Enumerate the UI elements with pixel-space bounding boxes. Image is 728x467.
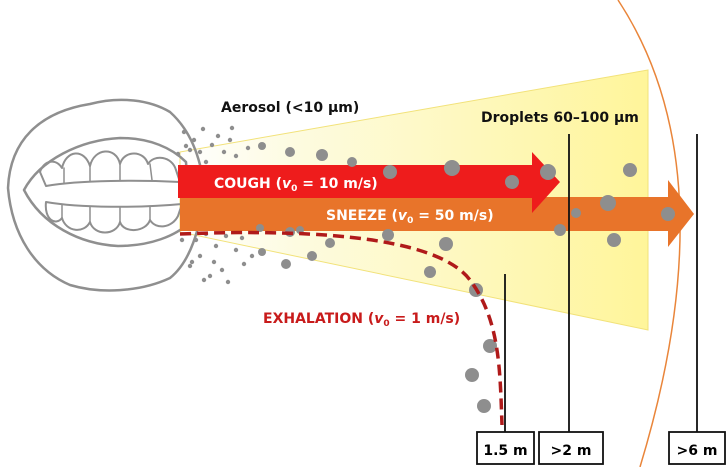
- aerosol-dot: [183, 143, 189, 149]
- droplet: [424, 266, 436, 278]
- exhalation-path: [179, 230, 504, 426]
- aerosol-dot: [233, 153, 239, 159]
- lower-teeth: [44, 201, 183, 234]
- droplet: [483, 339, 497, 353]
- distance-label-1-5m: 1.5 m: [483, 443, 527, 459]
- sneeze-label: SNEEZE (v0 = 50 m/s): [326, 208, 494, 226]
- droplet: [600, 195, 616, 211]
- droplet: [347, 157, 357, 167]
- aerosol-dot: [200, 126, 206, 132]
- droplet: [281, 259, 291, 269]
- distance-label-6m: >6 m: [677, 443, 718, 459]
- droplet: [382, 229, 394, 241]
- droplet: [477, 399, 491, 413]
- cough-arrow: [178, 152, 560, 213]
- droplet: [325, 238, 335, 248]
- aerosol-dot: [181, 129, 187, 135]
- aerosol-dot: [211, 259, 217, 265]
- droplet: [439, 237, 453, 251]
- aerosol-dot: [225, 279, 231, 285]
- droplet: [623, 163, 637, 177]
- aerosol-dot: [241, 261, 247, 267]
- aerosol-dot: [221, 149, 227, 155]
- exhalation-label: EXHALATION (v0 = 1 m/s): [263, 311, 460, 329]
- aerosol-dot: [245, 145, 251, 151]
- droplet: [258, 248, 266, 256]
- aerosol-dot: [191, 137, 197, 143]
- mouth-illustration: [6, 98, 207, 292]
- aerosol-dot: [227, 137, 233, 143]
- aerosol-dot: [233, 247, 239, 253]
- aerosol-dot: [239, 235, 245, 241]
- droplets-label: Droplets 60–100 µm: [481, 110, 639, 126]
- droplet: [554, 224, 566, 236]
- droplet: [256, 224, 264, 232]
- droplet: [258, 142, 266, 150]
- aerosol-dot: [189, 259, 195, 265]
- aerosol-dot: [219, 267, 225, 273]
- droplet: [661, 207, 675, 221]
- aerosol-dot: [197, 149, 203, 155]
- aerosol-dot: [201, 277, 207, 283]
- inner-mouth: [22, 136, 192, 248]
- distance-box-2m: >2 m: [538, 431, 604, 465]
- droplet: [316, 149, 328, 161]
- droplet: [465, 368, 479, 382]
- aerosol-dot: [209, 142, 215, 148]
- cough-label: COUGH (v0 = 10 m/s): [214, 176, 378, 194]
- distance-label-2m: >2 m: [551, 443, 592, 459]
- aerosol-dot: [203, 159, 209, 165]
- droplet: [383, 165, 397, 179]
- aerosol-dot: [187, 147, 193, 153]
- aerosol-dot: [193, 237, 199, 243]
- aerosol-dot: [229, 125, 235, 131]
- droplet: [505, 175, 519, 189]
- aerosol-label: Aerosol (<10 µm): [221, 100, 359, 116]
- aerosol-dot: [175, 151, 181, 157]
- aerosol-dot: [213, 243, 219, 249]
- droplet: [307, 251, 317, 261]
- aerosol-particles: [175, 125, 255, 285]
- droplet: [607, 233, 621, 247]
- aerosol-dot: [197, 253, 203, 259]
- outer-lips: [6, 98, 207, 292]
- aerosol-dot: [207, 273, 213, 279]
- aerosol-dot: [179, 237, 185, 243]
- distance-box-6m: >6 m: [668, 431, 726, 465]
- aerosol-dot: [249, 253, 255, 259]
- droplet: [444, 160, 460, 176]
- droplet: [540, 164, 556, 180]
- aerosol-dot: [187, 263, 193, 269]
- distance-box-1-5m: 1.5 m: [476, 431, 535, 465]
- upper-teeth: [39, 150, 181, 187]
- droplet: [285, 147, 295, 157]
- aerosol-dot: [215, 133, 221, 139]
- aerosol-dot: [223, 233, 229, 239]
- droplet: [571, 208, 581, 218]
